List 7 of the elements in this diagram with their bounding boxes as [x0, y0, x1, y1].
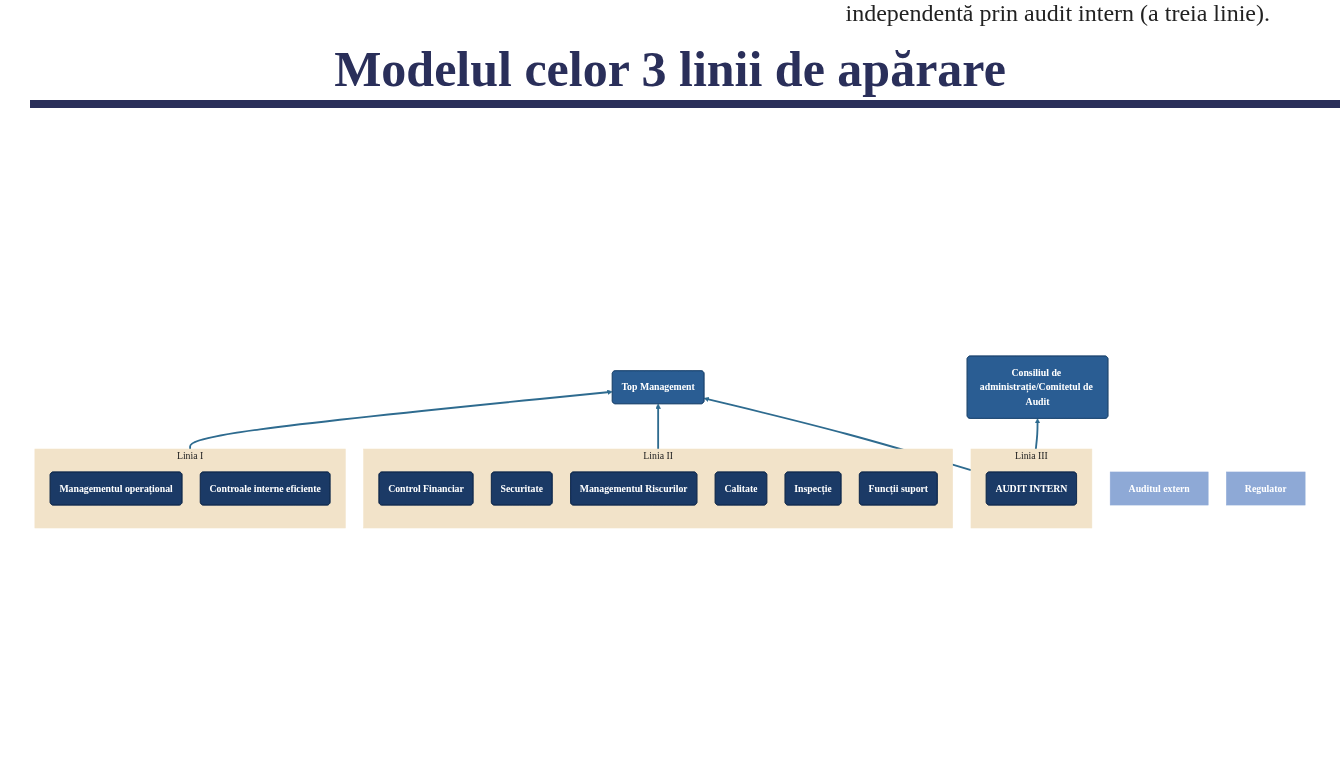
- arrow: [189, 389, 613, 450]
- note-text: independentă prin audit intern (a treia linie).: [845, 0, 1270, 27]
- node-box: Regulator: [1226, 471, 1306, 506]
- arrow: [655, 403, 661, 450]
- arrow: [1034, 418, 1041, 450]
- node-box: Auditul extern: [1109, 471, 1209, 506]
- title: Modelul celor 3 linii de apărare: [333, 40, 1007, 98]
